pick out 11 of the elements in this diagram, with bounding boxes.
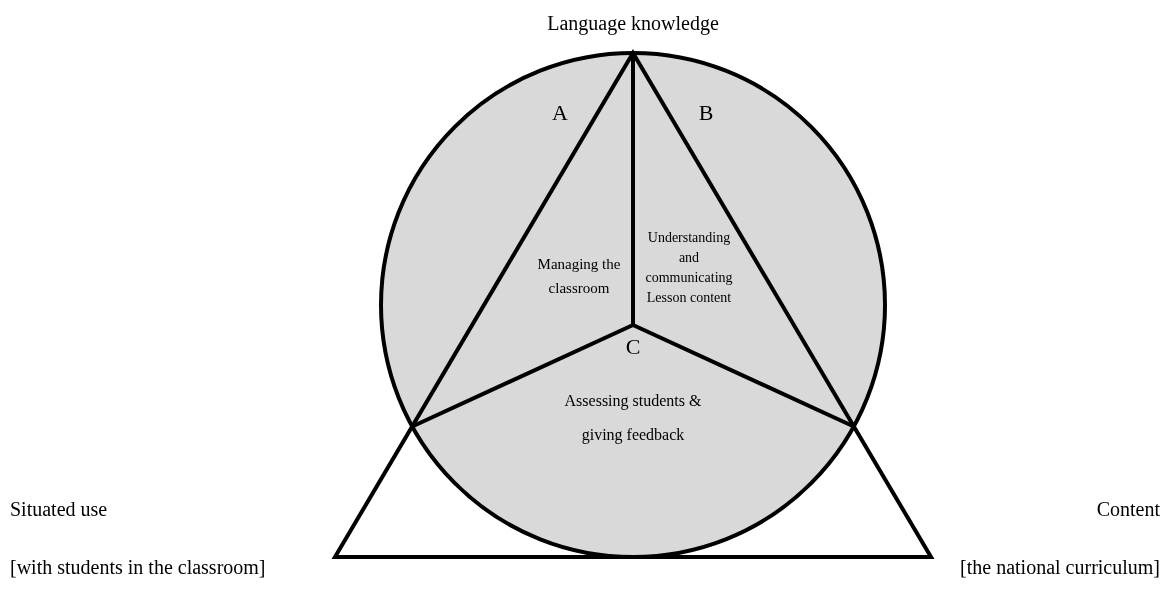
corner-caption: [with students in the classroom] (10, 555, 266, 580)
region-text: Understanding and communicating Lesson content (644, 229, 734, 307)
region-text: Managing the classroom (536, 255, 622, 298)
region-letter: A (551, 99, 569, 127)
region-text: Assessing students & giving feedback (563, 391, 703, 446)
region-letter: B (697, 99, 715, 127)
corner-label: Language knowledge (546, 11, 720, 37)
corner-label: Situated use (10, 497, 108, 522)
corner-caption: [the national curriculum] (960, 555, 1160, 580)
corner-label: Content (1096, 497, 1160, 522)
region-letter: C (624, 333, 642, 361)
